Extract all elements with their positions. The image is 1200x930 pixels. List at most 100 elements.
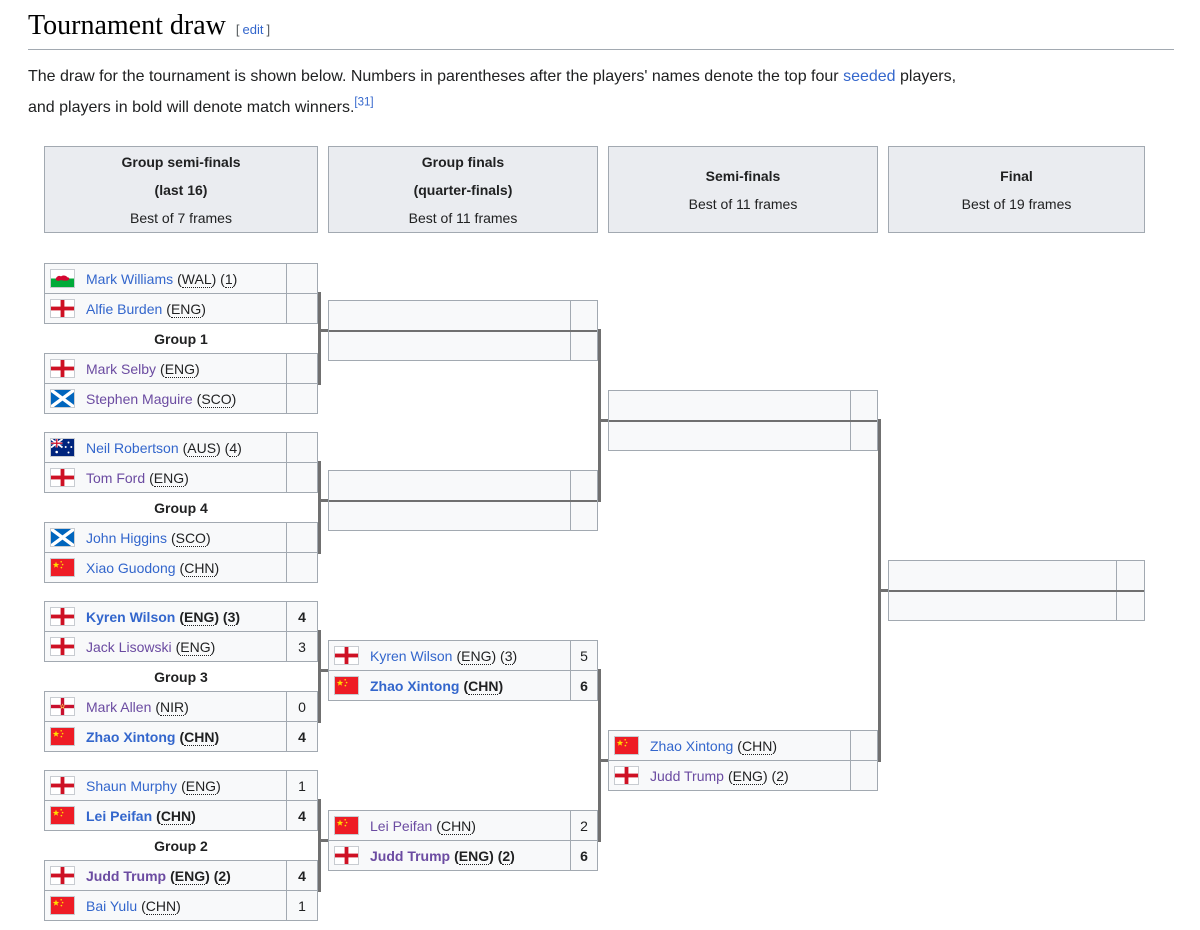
score-cell <box>286 463 317 492</box>
bracket-connector <box>598 329 601 502</box>
player-link[interactable]: Jack Lisowski <box>86 638 172 655</box>
nationality-abbr: ENG <box>461 647 492 665</box>
score-cell <box>286 553 317 582</box>
player-link[interactable]: Mark Williams <box>86 270 174 287</box>
round-header-subtitle: Best of 19 frames <box>961 195 1072 212</box>
player-suffix: (ENG) (3) <box>456 647 518 665</box>
score-cell <box>286 384 317 413</box>
edit-bracket-close: ] <box>266 22 271 37</box>
flag-chn-icon <box>50 806 75 825</box>
player-link[interactable]: John Higgins <box>86 529 167 546</box>
bracket-connector <box>318 630 321 723</box>
ref-31-link[interactable]: [31] <box>354 96 374 109</box>
player-suffix: (CHN) <box>436 817 476 835</box>
match-box-sf-1 <box>608 390 878 451</box>
bracket-connector <box>881 589 888 592</box>
player-link[interactable]: Zhao Xintong <box>650 737 734 754</box>
player-suffix: (AUS) (4) <box>182 439 242 457</box>
edit-section: [edit] <box>236 22 270 37</box>
player-link[interactable]: Zhao Xintong <box>86 728 176 745</box>
player-link[interactable]: Neil Robertson <box>86 439 179 456</box>
score-cell <box>286 264 317 293</box>
nationality-abbr: ENG <box>170 300 202 318</box>
flag-sco-icon <box>49 388 76 409</box>
nationality-abbr: ENG <box>164 360 196 378</box>
player-cell <box>609 391 850 420</box>
score-cell: 4 <box>286 861 317 890</box>
player-suffix: (CHN) <box>179 559 220 577</box>
player-row: Kyren Wilson(ENG) (3)5 <box>329 641 597 671</box>
match-box-final <box>888 560 1145 621</box>
player-row: Judd Trump(ENG) (2)4 <box>45 861 317 891</box>
player-link[interactable]: Lei Peifan <box>370 817 433 834</box>
player-link[interactable]: Judd Trump <box>86 867 167 884</box>
nationality-abbr: CHN <box>145 897 177 915</box>
player-row: Jack Lisowski(ENG)3 <box>45 632 317 661</box>
player-suffix: (ENG) (2) <box>727 767 789 785</box>
seed-abbr: 3 <box>227 608 236 626</box>
player-link[interactable]: Zhao Xintong <box>370 677 460 694</box>
seeded-link[interactable]: seeded <box>843 68 896 85</box>
score-cell <box>286 354 317 383</box>
player-cell <box>329 332 570 361</box>
round-header-title: (last 16) <box>154 181 208 198</box>
player-link[interactable]: Kyren Wilson <box>86 608 176 625</box>
player-link[interactable]: Shaun Murphy <box>86 777 178 794</box>
player-row: Stephen Maguire(SCO) <box>45 384 317 413</box>
match-box-qf-1 <box>328 300 598 361</box>
player-row: Lei Peifan(CHN)4 <box>45 801 317 830</box>
intro-paragraph: The draw for the tournament is shown bel… <box>28 61 1188 123</box>
edit-link[interactable]: edit <box>242 22 264 37</box>
player-cell: Lei Peifan(CHN) <box>45 801 286 830</box>
player-suffix: (CHN) <box>179 728 220 746</box>
player-row: Tom Ford(ENG) <box>45 463 317 492</box>
player-suffix: (ENG) <box>181 777 221 795</box>
score-cell: 4 <box>286 722 317 751</box>
score-cell <box>1116 591 1144 620</box>
player-link[interactable]: Judd Trump <box>650 767 724 784</box>
flag-eng-icon <box>50 866 75 885</box>
player-link[interactable]: Bai Yulu <box>86 897 138 914</box>
round-header-subtitle: Best of 7 frames <box>130 209 232 226</box>
bracket-connector <box>318 292 321 385</box>
nationality-abbr: AUS <box>187 439 217 457</box>
seed-abbr: 4 <box>229 439 238 457</box>
nationality-abbr: CHN <box>440 817 472 835</box>
player-link[interactable]: Stephen Maguire <box>86 390 193 407</box>
bracket-connector <box>878 419 881 762</box>
player-cell: John Higgins(SCO) <box>45 523 286 552</box>
bracket-connector <box>321 329 328 332</box>
player-row <box>329 471 597 502</box>
flag-chn-icon <box>334 816 359 835</box>
player-link[interactable]: Mark Allen <box>86 698 152 715</box>
flag-eng-icon <box>50 468 75 487</box>
player-link[interactable]: Lei Peifan <box>86 807 153 824</box>
player-link[interactable]: Alfie Burden <box>86 300 163 317</box>
nationality-abbr: ENG <box>180 638 211 656</box>
player-row: Alfie Burden(ENG) <box>45 294 317 323</box>
group-label: Group 4 <box>154 499 208 516</box>
nationality-abbr: CHN <box>468 677 499 695</box>
player-link[interactable]: Kyren Wilson <box>370 647 453 664</box>
player-link[interactable]: Mark Selby <box>86 360 157 377</box>
score-cell <box>570 331 597 360</box>
bracket-connector <box>601 759 608 762</box>
seed-abbr: 2 <box>776 767 784 785</box>
score-cell <box>570 471 597 500</box>
player-link[interactable]: Judd Trump <box>370 847 451 864</box>
player-row: Bai Yulu(CHN)1 <box>45 891 317 920</box>
player-cell: Judd Trump(ENG) (2) <box>45 861 286 890</box>
player-link[interactable]: Xiao Guodong <box>86 559 176 576</box>
player-suffix: (CHN) <box>463 677 504 695</box>
nationality-abbr: ENG <box>732 767 763 785</box>
player-link[interactable]: Tom Ford <box>86 469 146 486</box>
player-suffix: (ENG) <box>160 360 200 378</box>
nationality-abbr: CHN <box>184 559 215 577</box>
flag-wal-icon <box>50 269 75 288</box>
nationality-abbr: SCO <box>175 529 206 547</box>
flag-eng-icon <box>50 607 75 626</box>
